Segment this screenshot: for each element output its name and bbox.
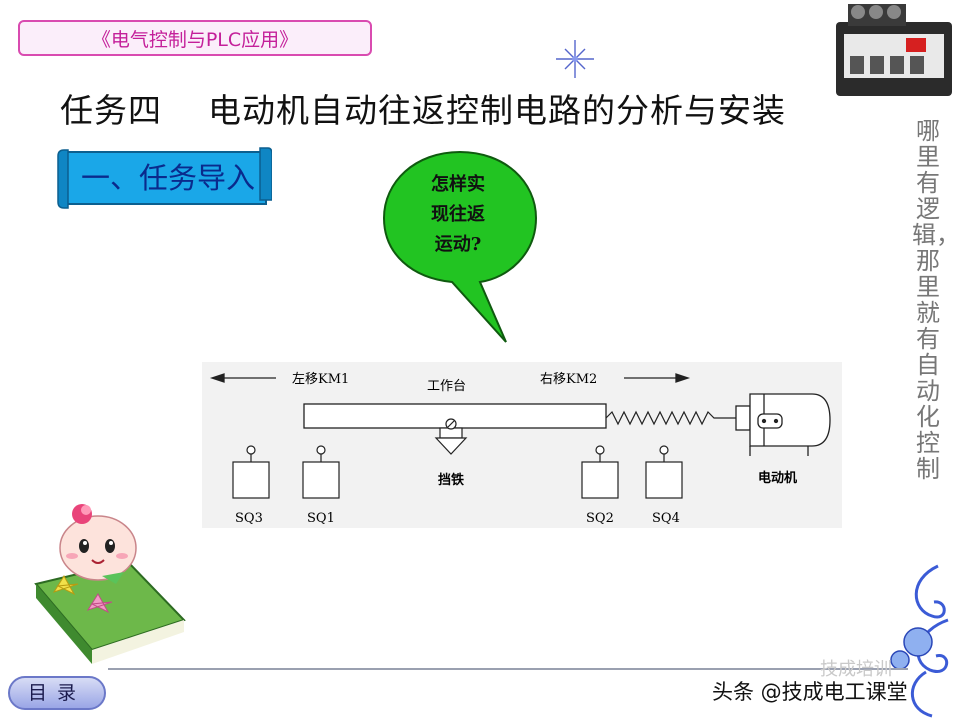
switch-sq4 bbox=[645, 445, 683, 499]
screw-spring bbox=[605, 410, 736, 426]
speech-bubble bbox=[382, 150, 538, 343]
watermark-ghost: 技成培训 bbox=[820, 659, 892, 680]
switch-label-sq2: SQ2 bbox=[586, 511, 614, 526]
page-title: 任务四 电动机自动往返控制电路的分析与安装 bbox=[60, 91, 786, 130]
stopper bbox=[434, 418, 468, 455]
motor bbox=[735, 393, 831, 456]
section-banner bbox=[57, 147, 272, 209]
switch-sq3 bbox=[232, 445, 270, 499]
toc-button[interactable]: 目录 bbox=[8, 676, 106, 710]
vertical-slogan: 哪里有逻辑，那里就有自动化控制 bbox=[912, 117, 960, 483]
mascot-illustration bbox=[34, 504, 186, 664]
sparkle-icon bbox=[556, 40, 594, 78]
decorative-swirl bbox=[890, 564, 949, 718]
bubble-line: 现往返 bbox=[431, 204, 485, 225]
switch-label-sq4: SQ4 bbox=[652, 511, 680, 526]
right-arrow bbox=[624, 373, 691, 383]
worktable-diagram: 左移KM1 工作台 右移KM2 挡铁 电动机 SQ3 SQ1 SQ2 SQ4 bbox=[202, 362, 842, 528]
motor-label: 电动机 bbox=[758, 470, 797, 486]
course-label: 《电气控制与PLC应用》 bbox=[18, 20, 372, 56]
left-arrow-label: 左移KM1 bbox=[292, 372, 349, 387]
bubble-line: 怎样实 bbox=[431, 174, 485, 195]
source-watermark: 头条 @技成电工课堂 bbox=[712, 680, 908, 704]
stopper-label: 挡铁 bbox=[438, 472, 464, 488]
switch-sq1 bbox=[302, 445, 340, 499]
left-arrow bbox=[209, 373, 276, 383]
right-arrow-label: 右移KM2 bbox=[540, 372, 597, 387]
switch-sq2 bbox=[581, 445, 619, 499]
thermal-relay-image bbox=[836, 4, 952, 96]
switch-label-sq1: SQ1 bbox=[307, 511, 335, 526]
worktable-label: 工作台 bbox=[427, 379, 466, 394]
switch-label-sq3: SQ3 bbox=[235, 511, 263, 526]
section-heading: 一、任务导入 bbox=[80, 161, 255, 195]
bubble-line: 运动? bbox=[434, 234, 482, 255]
bubble-text: 怎样实 现往返 运动? bbox=[408, 170, 508, 260]
footer-divider bbox=[108, 668, 908, 670]
